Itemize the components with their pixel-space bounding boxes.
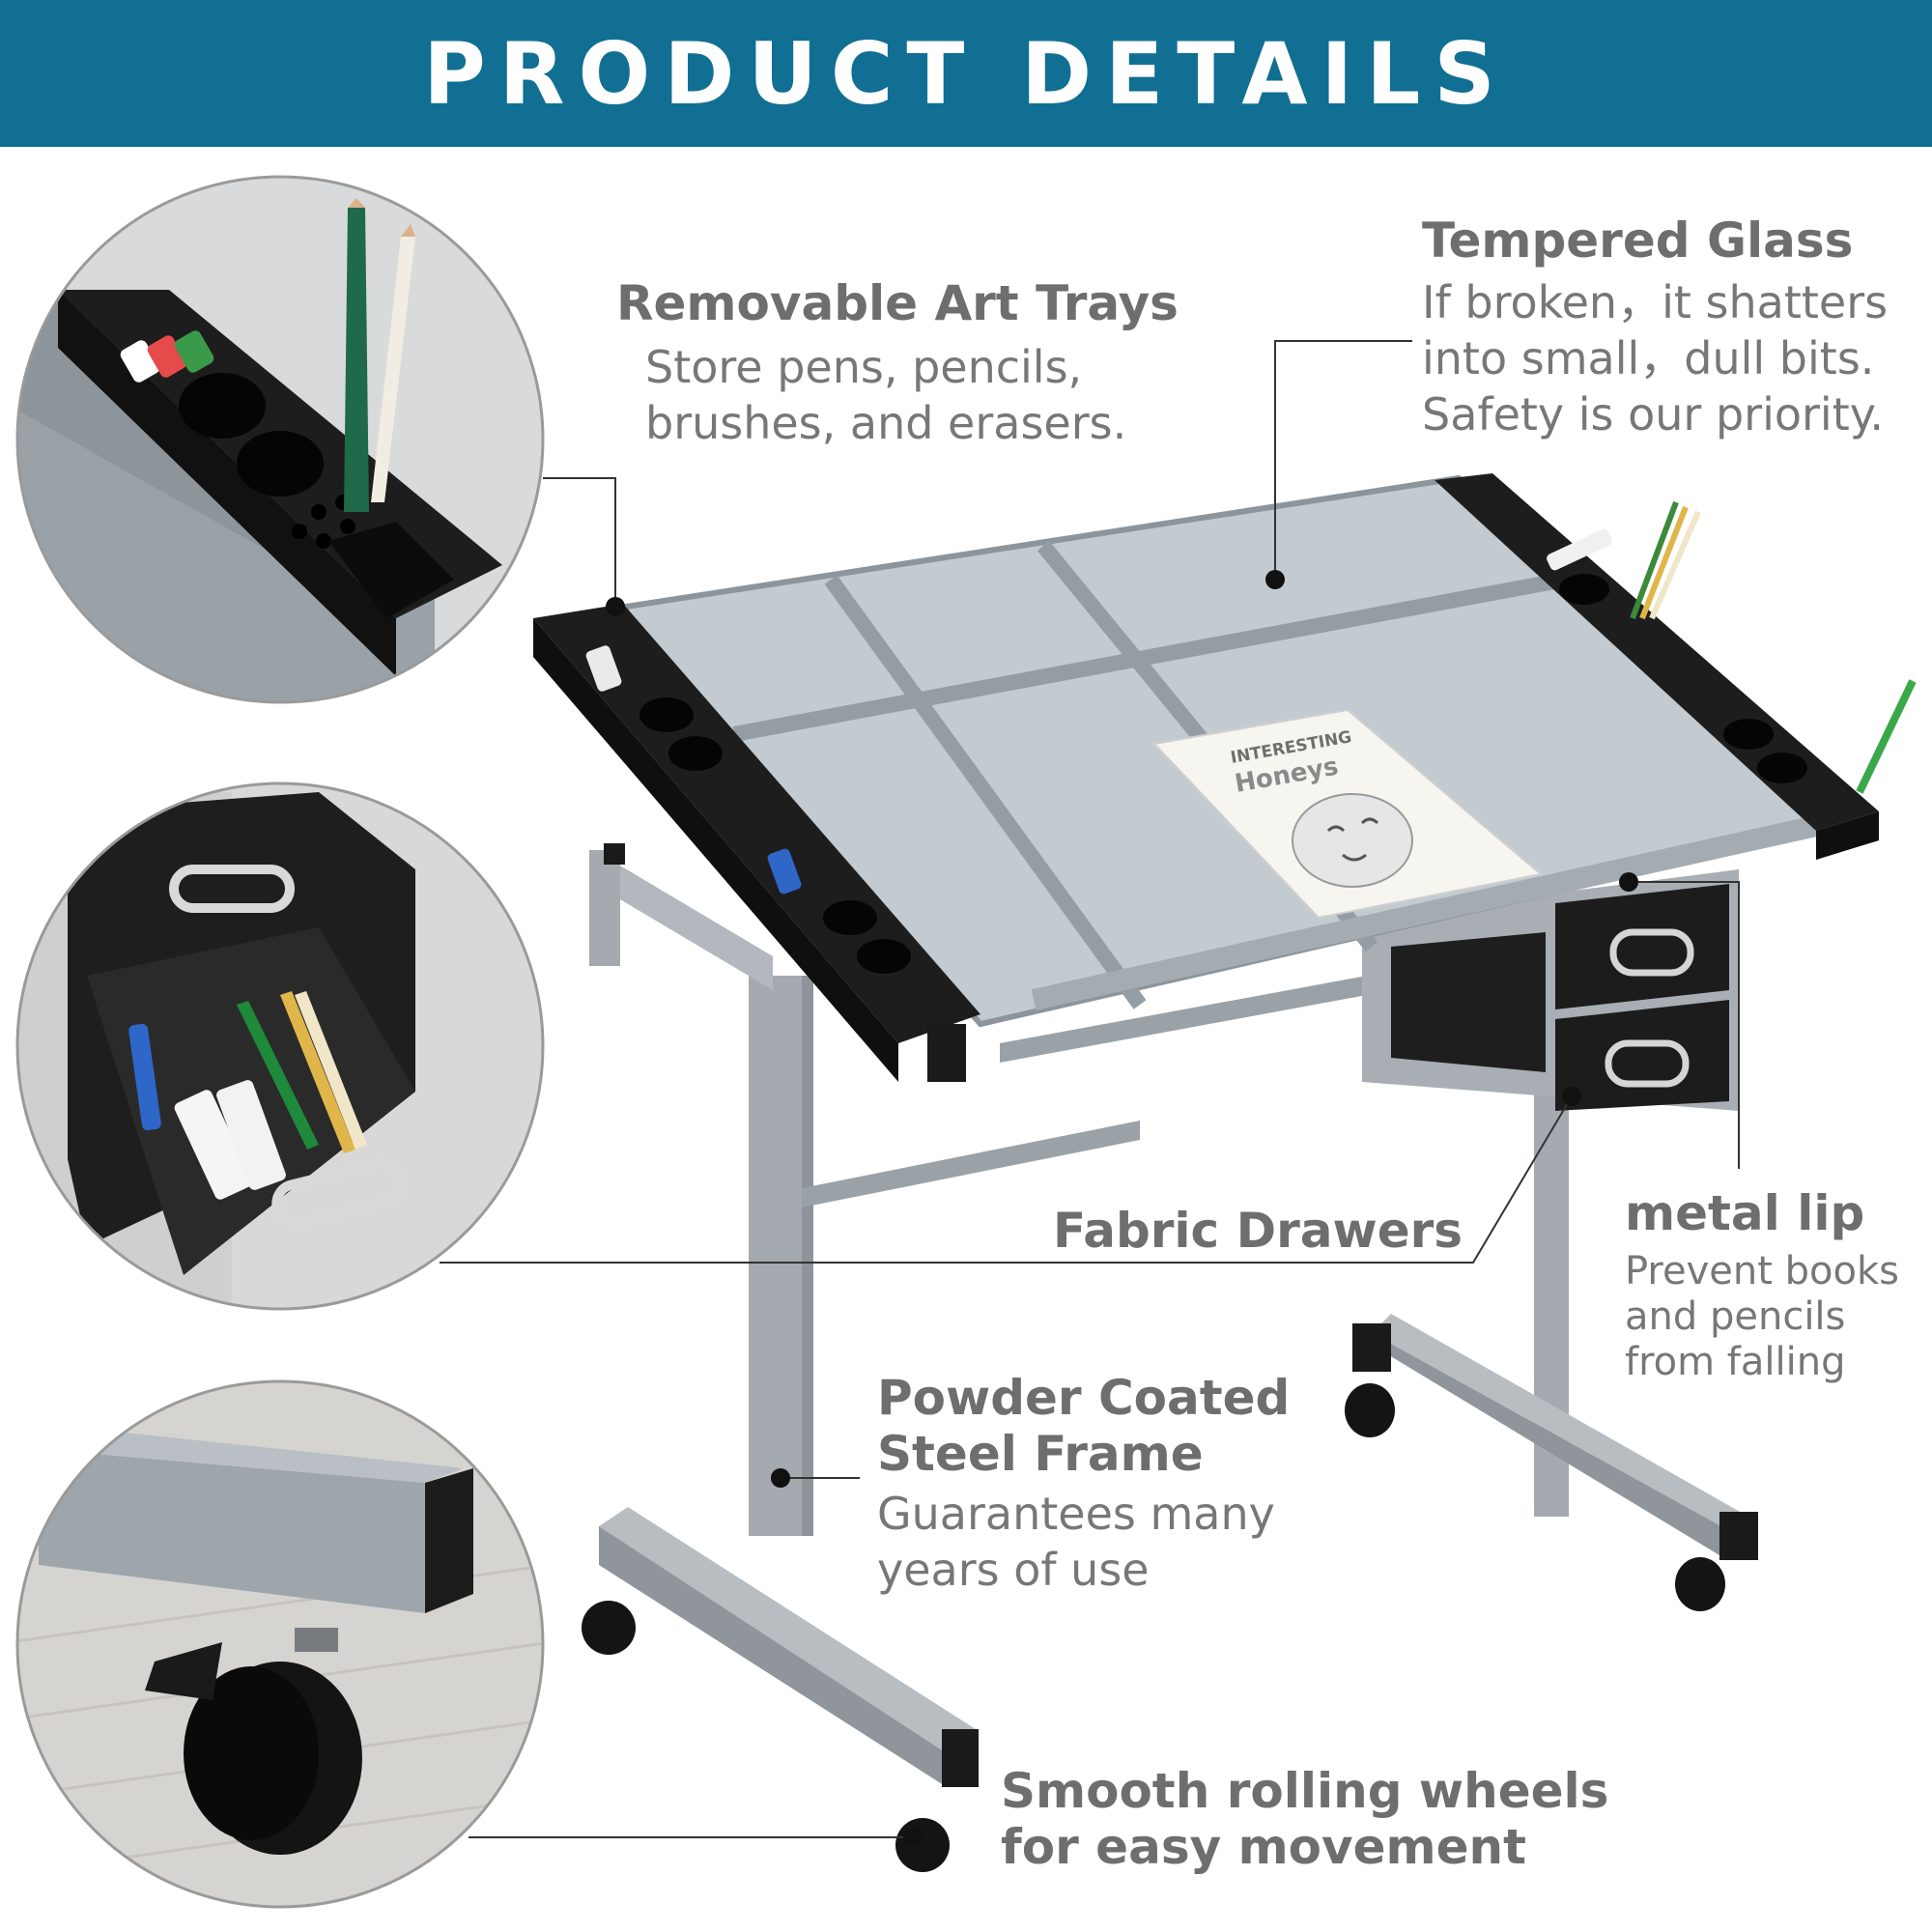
glass-title: Tempered Glass: [1422, 213, 1854, 269]
banner-title: PRODUCT DETAILS: [423, 23, 1509, 124]
wheel-zoom-circle: [17, 1381, 543, 1907]
art-trays-line1: Store pens, pencils,: [645, 341, 1083, 393]
callout-art-trays: Removable Art Trays Store pens, pencils,…: [616, 275, 1179, 451]
drawer-zoom-circle: [17, 783, 543, 1309]
paint-tube-icon: [128, 1023, 286, 1200]
left-art-tray: [533, 604, 980, 1082]
callout-fabric-drawers: Fabric Drawers: [1053, 1203, 1463, 1259]
caster-wheel-icon: [145, 1628, 362, 1855]
frame-title-2: Steel Frame: [877, 1426, 1204, 1482]
frame-line1: Guarantees many: [877, 1488, 1275, 1540]
pencil-icon: [1630, 500, 1917, 794]
drafting-table: INTERESTING Honeys: [533, 473, 1917, 1872]
pencil-icon: [237, 991, 367, 1153]
glass-line1: If broken，it shatters: [1422, 276, 1889, 328]
cat-sketch-icon: [1292, 793, 1413, 888]
art-trays-title: Removable Art Trays: [616, 275, 1179, 331]
metal-lip-title: metal lip: [1625, 1185, 1865, 1241]
frame-line2: years of use: [877, 1544, 1150, 1596]
wheels-title-2: for easy movement: [1001, 1819, 1527, 1875]
wheels-title-1: Smooth rolling wheels: [1001, 1763, 1609, 1819]
right-art-tray: [1435, 473, 1917, 860]
art-trays-line2: brushes, and erasers.: [645, 397, 1127, 449]
metal-lip-line2: and pencils: [1625, 1294, 1846, 1339]
glass-line3: Safety is our priority.: [1422, 388, 1885, 440]
callout-rolling-wheels: Smooth rolling wheels for easy movement: [1001, 1763, 1608, 1875]
callout-steel-frame: Powder Coated Steel Frame Guarantees man…: [877, 1370, 1290, 1598]
sketchbook: INTERESTING Honeys: [1151, 708, 1544, 920]
drawer-handle-icon: [169, 865, 405, 1228]
metal-lip-line1: Prevent books: [1625, 1249, 1899, 1293]
paint-tube-icon: [120, 330, 214, 383]
leader-dots: [606, 570, 1638, 1847]
frame-title-1: Powder Coated: [877, 1370, 1291, 1426]
callout-metal-lip: metal lip Prevent books and pencils from…: [1625, 1185, 1899, 1385]
drawers-title: Fabric Drawers: [1053, 1203, 1463, 1259]
metal-lip-line3: from falling: [1625, 1340, 1846, 1384]
header-banner: PRODUCT DETAILS: [0, 0, 1932, 147]
leader-lines: [440, 340, 1740, 1838]
tray-zoom-circle: [17, 177, 543, 702]
callout-tempered-glass: Tempered Glass If broken，it shatters int…: [1422, 213, 1888, 442]
pencil-icon: [344, 198, 415, 512]
glass-line2: into small，dull bits.: [1422, 332, 1875, 384]
